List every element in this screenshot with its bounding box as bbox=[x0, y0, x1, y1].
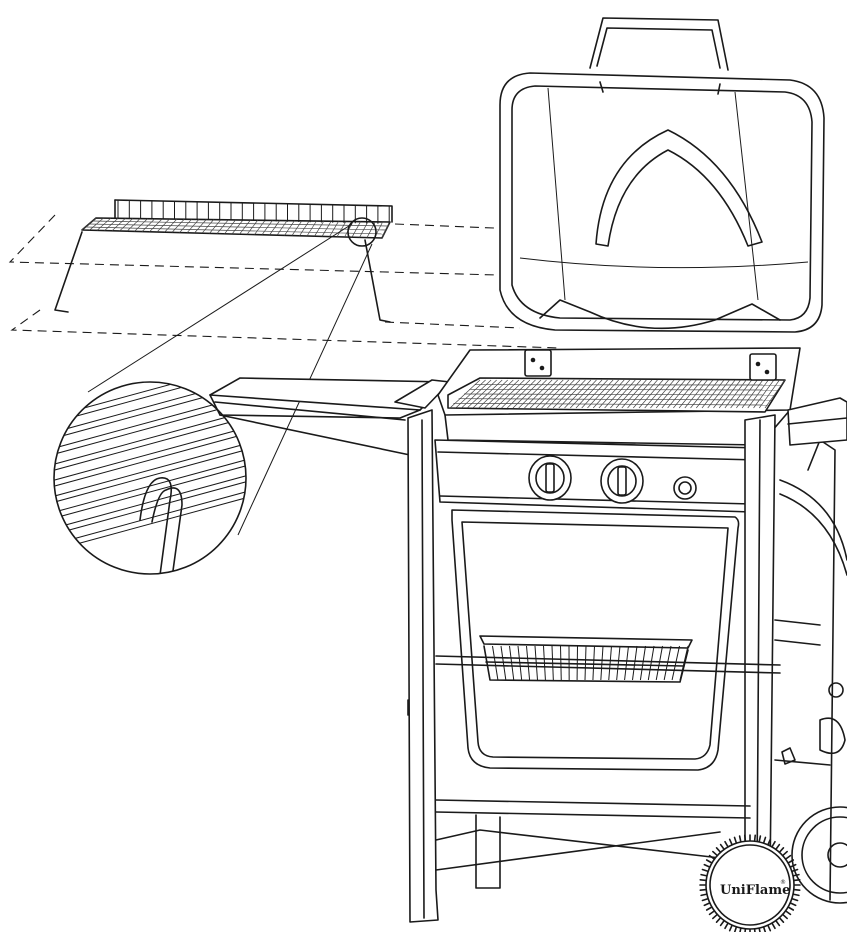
brand-registered-mark: ® bbox=[780, 879, 786, 886]
cabinet-door bbox=[451, 509, 740, 771]
warming-rack bbox=[54, 199, 393, 323]
storage-basket bbox=[479, 635, 693, 683]
firebox bbox=[437, 347, 801, 446]
igniter-button bbox=[673, 476, 697, 500]
grill-lid bbox=[499, 17, 825, 333]
burner-knob-1 bbox=[528, 455, 572, 501]
burner-knob-2 bbox=[600, 458, 644, 504]
left-side-shelf bbox=[209, 377, 451, 456]
cart-frame bbox=[407, 397, 847, 923]
uniflame-logo-seal: UniFlame ® bbox=[699, 834, 801, 932]
wheel bbox=[791, 806, 847, 904]
brand-name: UniFlame bbox=[720, 883, 790, 898]
control-panel bbox=[434, 439, 761, 513]
